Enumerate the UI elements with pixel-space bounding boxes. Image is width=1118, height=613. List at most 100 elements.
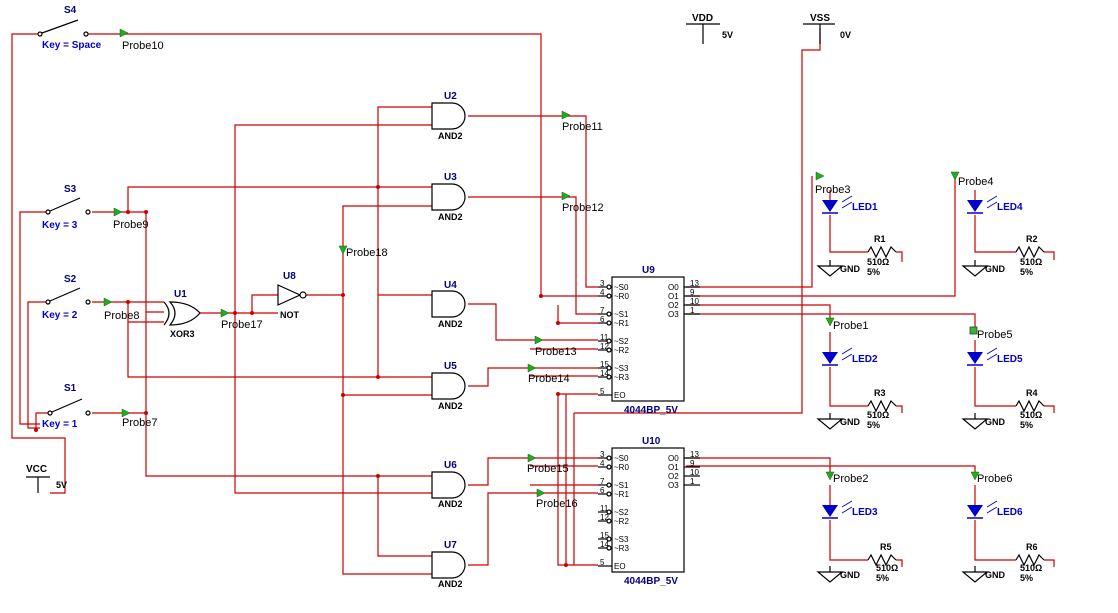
resistor-r6: R6 510Ω 5% xyxy=(1015,542,1045,583)
latch-pin-number: 13 xyxy=(690,450,699,459)
probe-8: Probe8 xyxy=(103,297,139,322)
svg-text:Probe10: Probe10 xyxy=(122,40,164,52)
resistor-r5: R5 510Ω 5% xyxy=(867,542,898,583)
svg-text:Probe3: Probe3 xyxy=(815,184,850,196)
and-gate-u3[interactable]: U3 AND2 xyxy=(431,172,466,222)
resistor-r4: R4 510Ω 5% xyxy=(1015,388,1045,430)
and-gate-u2[interactable]: U2 AND2 xyxy=(431,91,466,141)
probe-18: Probe18 xyxy=(338,245,388,259)
probe-10: Probe10 xyxy=(119,28,164,52)
probe-3: Probe3 xyxy=(815,171,850,196)
svg-text:GND: GND xyxy=(840,417,861,427)
latch-pin-number: 10 xyxy=(690,297,699,306)
switch-s4-key: Key = Space xyxy=(42,40,102,51)
svg-text:Probe8: Probe8 xyxy=(104,310,139,322)
vss-name: VSS xyxy=(810,13,830,24)
latch-pin-number: 14 xyxy=(600,369,609,378)
u2-type: AND2 xyxy=(438,131,463,141)
latch-pin-number: 15 xyxy=(600,360,609,369)
latch-pin-name: ~S2 xyxy=(614,508,629,517)
u5-ref: U5 xyxy=(444,361,457,372)
and-gate-u6[interactable]: U6 AND2 xyxy=(431,460,466,509)
latch-pin-bubble xyxy=(606,320,612,326)
svg-text:LED6: LED6 xyxy=(997,507,1023,518)
switch-s4[interactable]: S4 Key = Space xyxy=(37,5,102,51)
svg-text:510Ω: 510Ω xyxy=(1020,410,1042,420)
resistor-r1: R1 510Ω 5% xyxy=(867,234,897,277)
switch-s1[interactable]: S1 Key = 1 xyxy=(42,383,91,430)
not-gate-u8[interactable]: U8 NOT xyxy=(277,271,307,320)
latch-pin-bubble xyxy=(606,293,612,299)
switch-s2[interactable]: S2 Key = 2 xyxy=(42,274,91,321)
and-gate-u4[interactable]: U4 AND2 xyxy=(431,280,466,329)
latch-pin-bubble xyxy=(606,518,612,524)
latch-u9[interactable]: U9 4044BP_5V ~S03~R04~S17~R16~S211~R212~… xyxy=(598,265,700,416)
vdd-value: 5V xyxy=(722,30,733,40)
latch-pin-name: ~S1 xyxy=(614,310,629,319)
svg-text:Probe2: Probe2 xyxy=(833,473,868,485)
u2-ref: U2 xyxy=(444,91,457,102)
latch-pin-name: O3 xyxy=(668,310,679,319)
svg-text:Probe11: Probe11 xyxy=(562,121,603,133)
latch-pin-number: 11 xyxy=(600,333,609,342)
latch-pin-name: O2 xyxy=(668,301,679,310)
probe-12: Probe12 xyxy=(561,191,604,214)
svg-text:LED3: LED3 xyxy=(852,507,878,518)
latch-pin-number: 13 xyxy=(690,279,699,288)
u9-part: 4044BP_5V xyxy=(624,405,678,416)
vcc-supply: VCC 5V xyxy=(26,464,67,493)
latch-pin-bubble xyxy=(606,338,612,344)
svg-text:R6: R6 xyxy=(1026,542,1038,552)
u6-ref: U6 xyxy=(444,460,457,471)
probe-5: Probe5 xyxy=(969,326,1012,341)
switch-s3[interactable]: S3 Key = 3 xyxy=(42,184,91,231)
latch-pin-bubble xyxy=(606,536,612,542)
switch-s4-ref: S4 xyxy=(64,5,77,16)
wires xyxy=(11,28,1055,575)
latch-pin-number: 7 xyxy=(600,477,605,486)
probe-14: Probe14 xyxy=(527,363,570,385)
svg-text:GND: GND xyxy=(985,264,1006,274)
svg-text:Probe13: Probe13 xyxy=(535,346,577,358)
vss-supply: VSS 0V xyxy=(803,13,851,44)
u10-ref: U10 xyxy=(642,436,661,447)
latch-pin-name: ~S0 xyxy=(614,454,629,463)
probe-13: Probe13 xyxy=(534,335,577,358)
svg-text:510Ω: 510Ω xyxy=(1020,257,1042,267)
latch-pin-number: 4 xyxy=(600,288,605,297)
latch-pin-name: O1 xyxy=(668,292,679,301)
vdd-supply: VDD 5V xyxy=(686,13,733,44)
latch-u10[interactable]: U10 4044BP_5V ~S03~R04~S17~R16~S211~R212… xyxy=(598,436,700,587)
latch-pin-name: ~R1 xyxy=(614,319,629,328)
and-gate-u5[interactable]: U5 AND2 xyxy=(431,361,466,411)
latch-pin-name: O1 xyxy=(668,463,679,472)
svg-text:R2: R2 xyxy=(1026,234,1038,244)
latch-pin-name: ~S3 xyxy=(614,364,629,373)
led-6: LED6 xyxy=(967,500,1023,519)
svg-text:510Ω: 510Ω xyxy=(876,563,898,573)
probe-2: Probe2 xyxy=(825,471,868,485)
latch-pin-number: 11 xyxy=(600,504,609,513)
latch-pin-bubble xyxy=(606,464,612,470)
led-3: LED3 xyxy=(822,500,878,519)
svg-text:5%: 5% xyxy=(1020,267,1033,277)
svg-text:Probe6: Probe6 xyxy=(977,473,1012,485)
latch-pin-name: O3 xyxy=(668,481,679,490)
probe-16: Probe16 xyxy=(536,488,578,510)
xor-gate-u1[interactable]: U1 XOR3 xyxy=(163,289,201,339)
probe-7: Probe7 xyxy=(121,408,157,429)
switch-s2-key: Key = 2 xyxy=(42,310,78,321)
switch-s1-ref: S1 xyxy=(64,383,77,394)
latch-pin-bubble xyxy=(606,365,612,371)
probe-4: Probe4 xyxy=(950,171,993,188)
svg-text:Probe18: Probe18 xyxy=(346,247,388,259)
and-gate-u7[interactable]: U7 AND2 xyxy=(431,540,466,589)
latch-pin-name: O0 xyxy=(668,454,679,463)
svg-text:5%: 5% xyxy=(1020,573,1033,583)
svg-text:Probe9: Probe9 xyxy=(113,219,148,231)
led-5: LED5 xyxy=(967,347,1023,366)
latch-pin-name: O0 xyxy=(668,283,679,292)
svg-text:GND: GND xyxy=(985,417,1006,427)
latch-pin-bubble xyxy=(606,311,612,317)
